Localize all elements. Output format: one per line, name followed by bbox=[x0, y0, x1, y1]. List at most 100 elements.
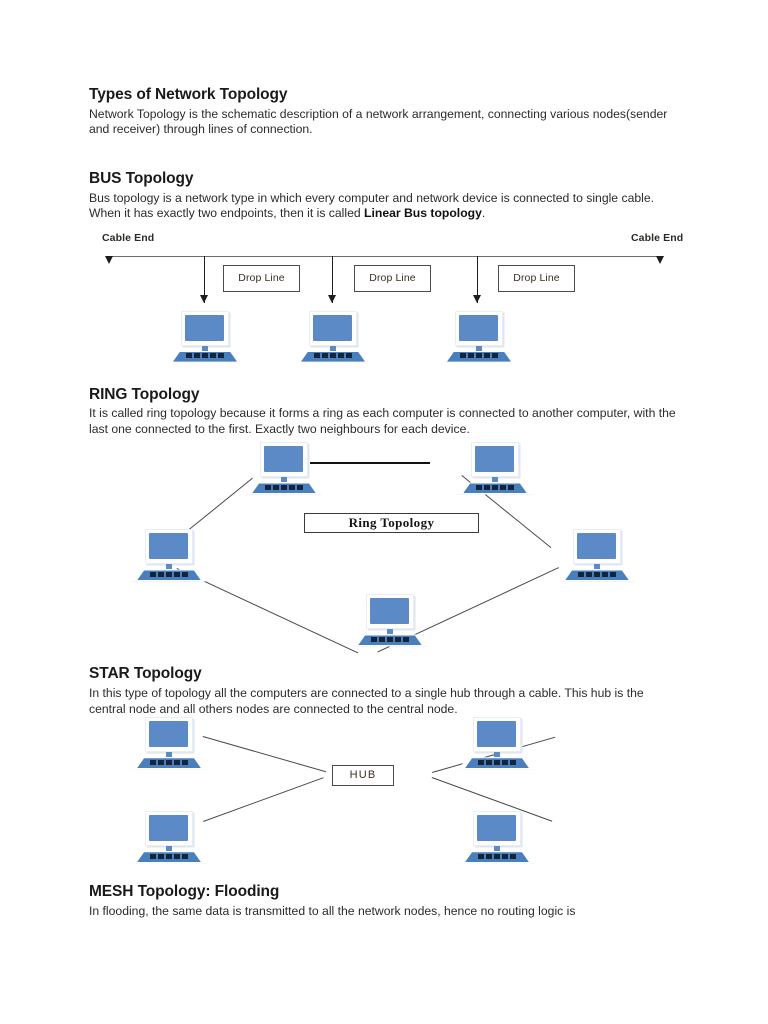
monitor-icon bbox=[473, 717, 521, 753]
bus-cable-end-right-label: Cable End bbox=[631, 231, 684, 244]
star-computer-node-1 bbox=[131, 717, 207, 770]
monitor-icon bbox=[366, 594, 414, 630]
monitor-stand bbox=[494, 752, 500, 758]
star-computer-node-2 bbox=[459, 717, 535, 770]
monitor-icon bbox=[145, 811, 193, 847]
bus-topology-diagram: Cable End Cable End Drop Line Drop Line … bbox=[89, 232, 689, 366]
spacer bbox=[89, 655, 689, 665]
monitor-screen bbox=[459, 314, 498, 341]
monitor-screen bbox=[370, 598, 409, 625]
monitor-icon bbox=[455, 310, 503, 346]
spacer bbox=[89, 863, 689, 883]
body-bus-topology: Bus topology is a network type in which … bbox=[89, 191, 679, 222]
body-ring-topology: It is called ring topology because it fo… bbox=[89, 406, 676, 436]
monitor-stand bbox=[281, 477, 287, 483]
heading-bus-topology: BUS Topology bbox=[89, 169, 194, 187]
ring-center-label: Ring Topology bbox=[304, 513, 479, 534]
monitor-screen bbox=[477, 815, 516, 842]
bus-body-bold: Linear Bus topology bbox=[364, 206, 482, 221]
monitor-screen bbox=[185, 314, 224, 341]
star-topology-diagram: HUB bbox=[89, 717, 689, 864]
bus-main-cable bbox=[109, 255, 660, 257]
spacer bbox=[89, 138, 689, 170]
star-computer-node-3 bbox=[131, 811, 207, 864]
monitor-icon bbox=[145, 717, 193, 753]
ring-topology-diagram: Ring Topology bbox=[89, 437, 689, 655]
monitor-screen bbox=[475, 446, 514, 473]
bus-body-prefix: Bus topology is a network type in which … bbox=[89, 190, 654, 221]
bus-drop-cable-3 bbox=[477, 255, 479, 303]
document-content: Types of Network Topology Network Topolo… bbox=[89, 86, 689, 920]
page-title: Types of Network Topology bbox=[89, 86, 288, 103]
keyboard-keys bbox=[150, 571, 189, 577]
keyboard-keys bbox=[314, 353, 353, 359]
intro-paragraph: Network Topology is the schematic descri… bbox=[89, 106, 668, 137]
monitor-icon bbox=[181, 310, 229, 346]
star-computer-node-4 bbox=[459, 811, 535, 864]
keyboard-keys bbox=[578, 571, 617, 577]
bus-drop-cable-2 bbox=[332, 255, 334, 303]
bus-drop-arrow-2-icon bbox=[328, 294, 337, 303]
keyboard-keys bbox=[186, 353, 225, 359]
monitor-icon bbox=[473, 811, 521, 847]
bus-left-end-arrow-icon bbox=[104, 255, 113, 264]
keyboard-keys bbox=[150, 759, 189, 765]
bus-drop-arrow-1-icon bbox=[200, 294, 209, 303]
monitor-screen bbox=[149, 721, 188, 748]
bus-drop-line-box-1: Drop Line bbox=[223, 264, 300, 292]
keyboard-keys bbox=[476, 484, 515, 490]
monitor-stand bbox=[494, 846, 500, 852]
keyboard-keys bbox=[371, 636, 410, 642]
ring-computer-node-2 bbox=[457, 442, 533, 495]
spacer bbox=[89, 366, 689, 386]
monitor-icon bbox=[145, 529, 193, 565]
monitor-screen bbox=[149, 533, 188, 560]
monitor-icon bbox=[573, 529, 621, 565]
monitor-screen bbox=[149, 815, 188, 842]
monitor-icon bbox=[471, 442, 519, 478]
monitor-stand bbox=[202, 345, 208, 351]
monitor-stand bbox=[166, 752, 172, 758]
ring-edge-top bbox=[310, 462, 430, 464]
monitor-screen bbox=[264, 446, 303, 473]
monitor-stand bbox=[594, 564, 600, 570]
bus-computer-node-3 bbox=[441, 310, 517, 363]
monitor-stand bbox=[166, 564, 172, 570]
keyboard-keys bbox=[265, 484, 304, 490]
keyboard-keys bbox=[460, 353, 499, 359]
bus-body-suffix: . bbox=[481, 206, 486, 221]
star-hub-box: HUB bbox=[332, 765, 394, 787]
monitor-stand bbox=[492, 477, 498, 483]
ring-computer-node-3 bbox=[131, 529, 207, 582]
star-spoke-bottomleft bbox=[203, 777, 324, 823]
heading-star-topology: STAR Topology bbox=[89, 665, 202, 683]
bus-drop-cable-1 bbox=[204, 255, 206, 303]
ring-computer-node-4 bbox=[559, 529, 635, 582]
bus-drop-arrow-3-icon bbox=[473, 294, 482, 303]
bus-computer-node-2 bbox=[295, 310, 371, 363]
bus-computer-node-1 bbox=[167, 310, 243, 363]
monitor-stand bbox=[166, 846, 172, 852]
bus-drop-line-box-3: Drop Line bbox=[498, 264, 575, 292]
ring-computer-node-5 bbox=[352, 594, 428, 647]
ring-computer-node-1 bbox=[246, 442, 322, 495]
body-star-topology: In this type of topology all the compute… bbox=[89, 686, 644, 716]
bus-cable-end-left-label: Cable End bbox=[102, 231, 155, 244]
monitor-icon bbox=[260, 442, 308, 478]
star-spoke-topleft bbox=[202, 736, 327, 773]
heading-mesh-topology: MESH Topology: Flooding bbox=[89, 883, 280, 901]
monitor-screen bbox=[313, 314, 352, 341]
monitor-stand bbox=[330, 345, 336, 351]
monitor-screen bbox=[577, 533, 616, 560]
monitor-screen bbox=[477, 721, 516, 748]
keyboard-keys bbox=[150, 853, 189, 859]
bus-right-end-arrow-icon bbox=[655, 255, 664, 264]
body-mesh-topology: In flooding, the same data is transmitte… bbox=[89, 904, 576, 919]
monitor-stand bbox=[476, 345, 482, 351]
keyboard-keys bbox=[478, 759, 517, 765]
monitor-icon bbox=[309, 310, 357, 346]
monitor-stand bbox=[387, 629, 393, 635]
heading-ring-topology: RING Topology bbox=[89, 385, 200, 403]
spacer bbox=[89, 222, 689, 232]
